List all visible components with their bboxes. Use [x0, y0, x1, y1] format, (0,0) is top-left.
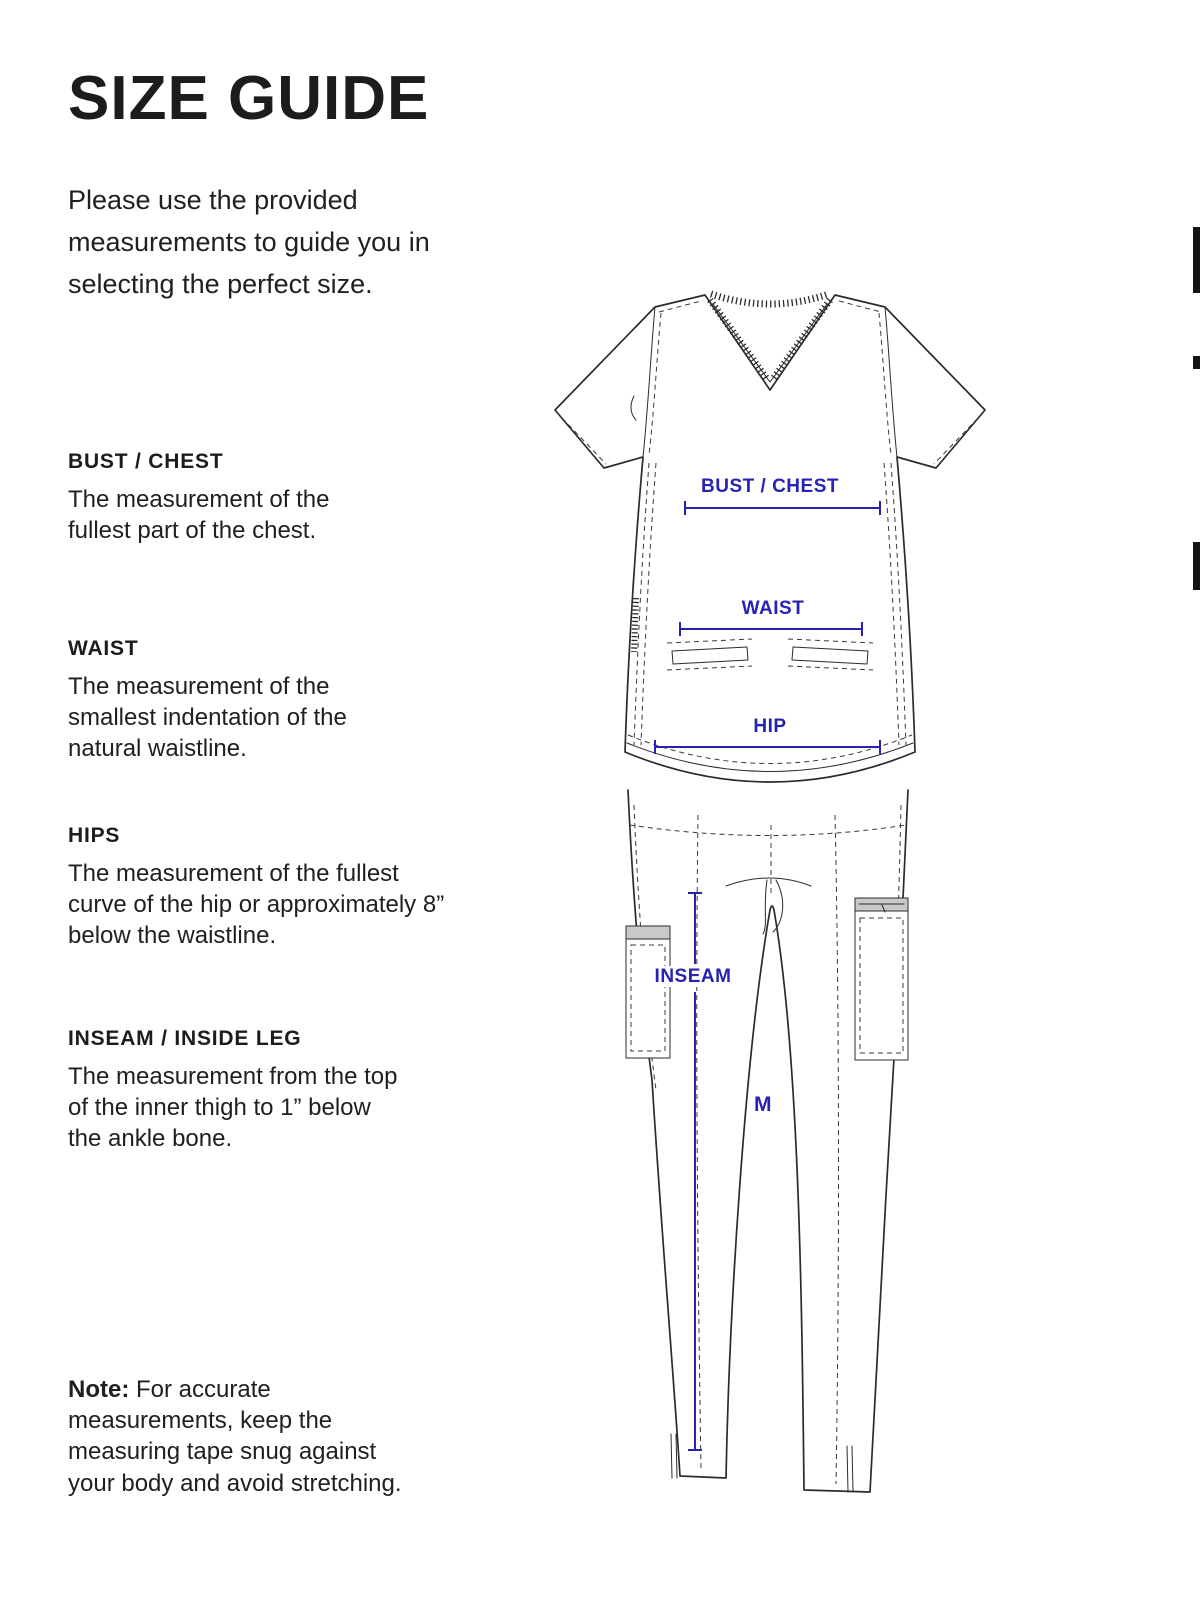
edge-artifact: [1193, 542, 1200, 590]
hip-measure-line: [654, 740, 881, 754]
waist-measurement: WAIST: [679, 598, 863, 636]
inseam-heading: INSEAM / INSIDE LEG: [68, 1027, 302, 1050]
left-cargo-pocket: [625, 925, 671, 1059]
garment-diagram: BUST / CHEST WAIST HIP INSEAM M: [554, 290, 986, 1493]
bust-measure-line: [684, 501, 881, 515]
bust-measurement: BUST / CHEST: [684, 476, 881, 515]
waist-measure-label: WAIST: [742, 598, 805, 619]
welt-pockets: [666, 638, 874, 671]
inseam-measure-line: [688, 892, 702, 1451]
bust-chest-heading: BUST / CHEST: [68, 450, 224, 473]
section-inseam: INSEAM / INSIDE LEG The measurement from…: [68, 1027, 408, 1155]
note-text: Note: For accurate measurements, keep th…: [68, 1374, 418, 1499]
intro-text: Please use the provided measurements to …: [68, 185, 430, 299]
waist-description: The measurement of the smallest indentat…: [68, 673, 347, 763]
right-cargo-pocket: [854, 897, 909, 1061]
scrub-pants-drawing: [625, 789, 909, 1493]
edge-artifact: [1193, 227, 1200, 293]
size-label: M: [754, 1093, 772, 1116]
bust-measure-label: BUST / CHEST: [701, 476, 839, 497]
bust-chest-description: The measurement of the fullest part of t…: [68, 486, 330, 545]
collar-rib-back: [709, 290, 831, 308]
waist-measure-line: [679, 622, 863, 636]
section-hips: HIPS The measurement of the fullest curv…: [68, 824, 460, 952]
note-body: For accurate measurements, keep the meas…: [68, 1376, 402, 1497]
section-waist: WAIST The measurement of the smallest in…: [68, 637, 390, 765]
inseam-description: The measurement from the top of the inne…: [68, 1063, 398, 1153]
inseam-measurement: INSEAM: [655, 892, 732, 1451]
hips-description: The measurement of the fullest curve of …: [68, 860, 445, 950]
inseam-measure-label: INSEAM: [655, 966, 732, 987]
section-bust-chest: BUST / CHEST The measurement of the full…: [68, 450, 368, 546]
edge-artifact: [1193, 356, 1200, 369]
hips-heading: HIPS: [68, 824, 121, 847]
page-title: SIZE GUIDE: [68, 64, 430, 133]
scrub-top-drawing: [554, 290, 986, 783]
hip-measurement: HIP: [654, 716, 881, 754]
note-label: Note:: [68, 1376, 130, 1403]
hip-measure-label: HIP: [753, 716, 786, 737]
waist-heading: WAIST: [68, 637, 139, 660]
sleeve-loop: [630, 395, 637, 421]
